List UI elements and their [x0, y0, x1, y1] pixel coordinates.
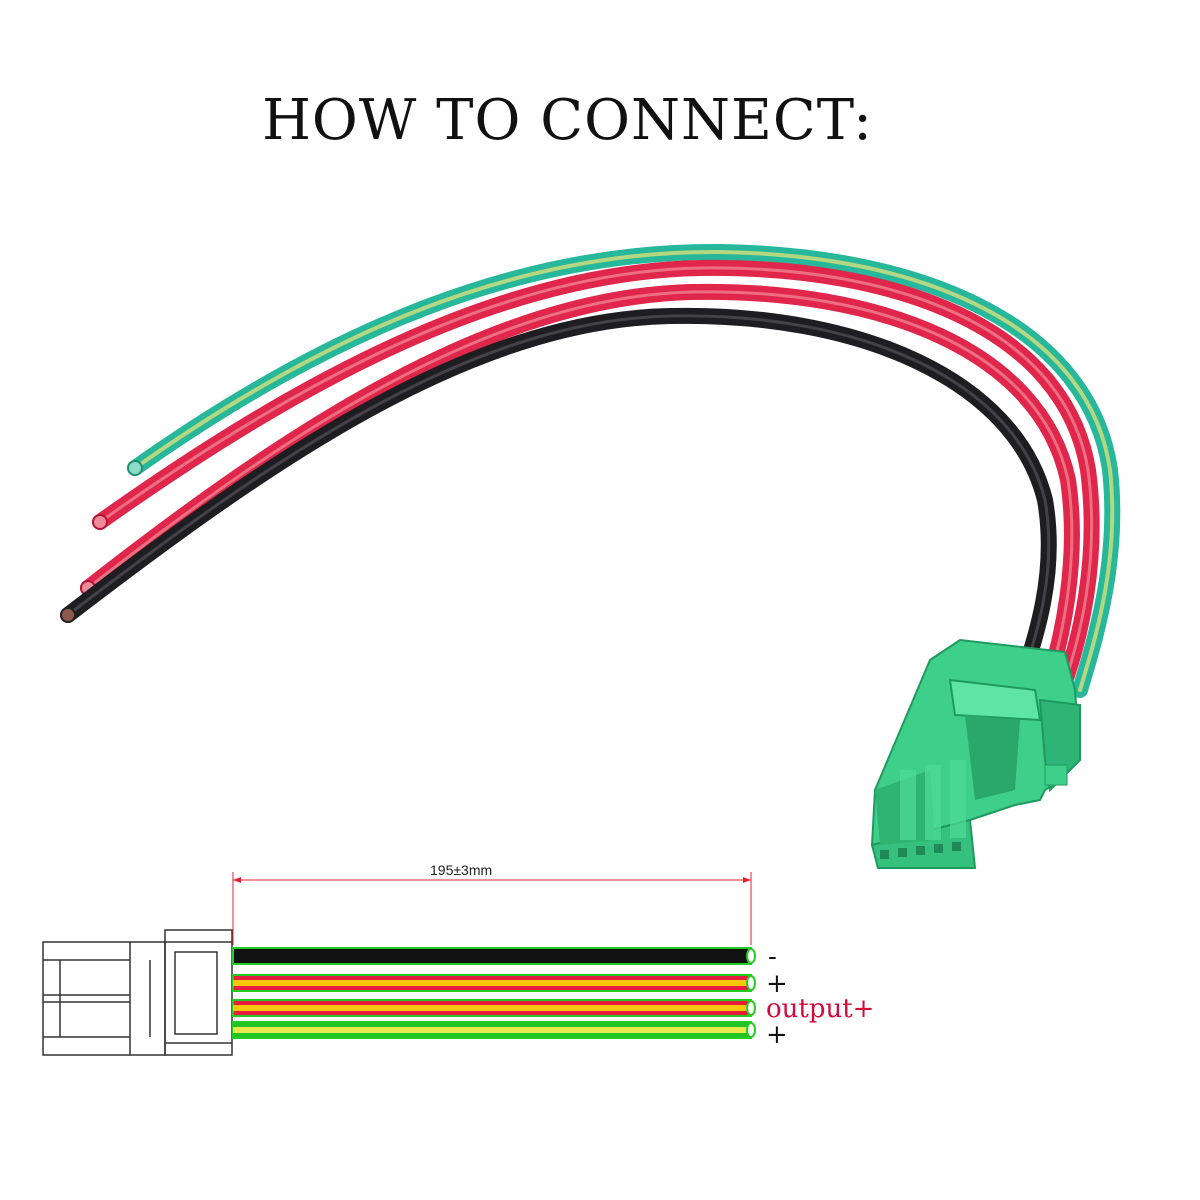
drawing-wire-green [232, 1021, 756, 1039]
pin-label-black: - [768, 942, 777, 972]
dimension-marker: 195±3mm [232, 862, 752, 945]
pin-label-red-1: + [766, 969, 788, 999]
drawing-wire-black [232, 947, 756, 965]
connector-outline [42, 929, 233, 1056]
drawing-wire-red-2 [232, 999, 756, 1017]
pin-label-output: output+ [766, 994, 874, 1024]
pin-label-green: + [766, 1020, 788, 1050]
drawing-wire-red-1 [232, 974, 756, 992]
wire-teal [127, 243, 1121, 698]
dimension-label: 195±3mm [430, 862, 492, 878]
wire-red-outer [92, 259, 1100, 698]
technical-drawing: 195±3mm - + output+ + [42, 862, 874, 1056]
wire-black [60, 307, 1057, 698]
harness-photo [60, 243, 1121, 869]
connector-housing [870, 638, 1082, 869]
page-title: HOW TO CONNECT: [262, 88, 873, 153]
